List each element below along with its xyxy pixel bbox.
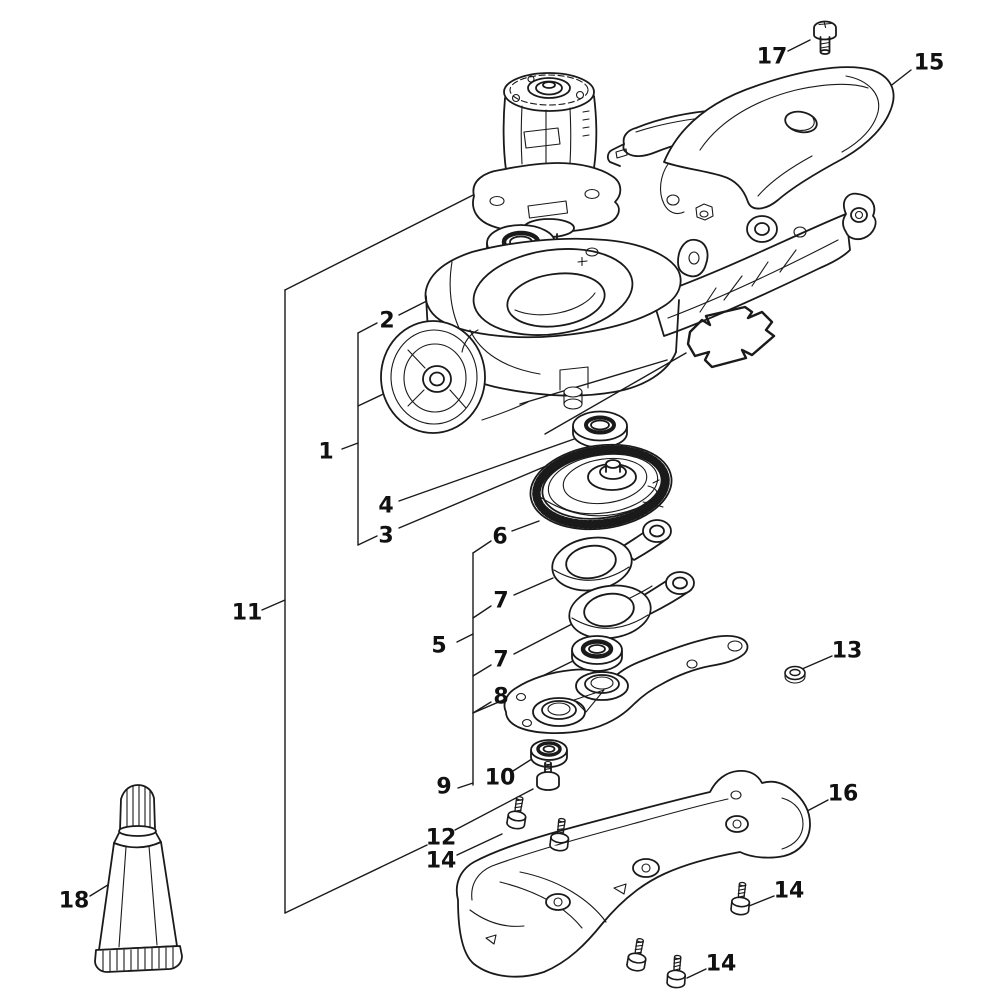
callout-label-8: 8 [493, 685, 508, 710]
electric-motor-drawing [472, 72, 622, 273]
screw-14-right-drawing [729, 880, 753, 917]
leader-line [456, 833, 503, 856]
leader-line [472, 605, 492, 619]
cam-disc-2-drawing [568, 571, 695, 640]
callout-label-11: 11 [232, 601, 263, 626]
callout-label-9: 9 [436, 775, 451, 800]
guide-plate-drawing [503, 634, 749, 735]
callout-label-5: 5 [431, 634, 446, 659]
callout-label-3: 3 [378, 524, 393, 549]
leader-line [787, 39, 811, 52]
handle-drawing [659, 66, 895, 221]
leader-line [472, 540, 492, 554]
leader-line [456, 633, 474, 643]
leader-lines-layer [89, 39, 912, 979]
screw-14-bottom1-drawing [625, 936, 651, 973]
bearing-4-drawing [572, 410, 628, 449]
callout-label-17: 17 [757, 45, 788, 70]
leader-line [801, 655, 833, 670]
callout-label-2: 2 [379, 309, 394, 334]
bottom-cover-drawing [455, 770, 811, 978]
leader-line [284, 844, 428, 914]
callout-label-10: 10 [485, 766, 516, 791]
callout-label-7: 7 [493, 589, 508, 614]
spring-clip-drawing [686, 305, 776, 369]
washer-13-drawing [784, 665, 806, 684]
seal-washer-10-drawing [530, 739, 568, 768]
callout-label-14: 14 [706, 952, 737, 977]
leader-line [544, 352, 687, 435]
callout-label-14: 14 [426, 849, 457, 874]
gear-wheel-drawing [529, 443, 673, 531]
leader-line [284, 182, 498, 291]
screw-12-drawing [536, 760, 560, 791]
callout-label-18: 18 [59, 889, 90, 914]
leader-line [454, 788, 534, 831]
leader-line [513, 623, 573, 655]
leader-line [357, 322, 378, 334]
leader-line [748, 895, 775, 907]
leader-line [261, 599, 286, 611]
leader-line [511, 520, 540, 532]
screw-14-bottom2-drawing [665, 953, 688, 990]
leader-line [519, 359, 668, 405]
callout-label-13: 13 [832, 639, 863, 664]
cam-disc-1-drawing [551, 519, 672, 592]
callout-label-7: 7 [493, 648, 508, 673]
callout-label-1: 1 [318, 440, 333, 465]
leader-line [686, 968, 707, 979]
callout-label-4: 4 [378, 494, 393, 519]
screw-17-drawing [813, 20, 837, 55]
callout-label-14: 14 [774, 879, 805, 904]
callout-label-6: 6 [492, 525, 507, 550]
leader-line [357, 535, 378, 546]
leader-line [472, 664, 492, 677]
gear-housing-drawing [380, 192, 877, 434]
callout-label-16: 16 [828, 782, 859, 807]
callout-label-12: 12 [426, 826, 457, 851]
bearing-8-drawing [571, 635, 623, 672]
leader-line [398, 437, 578, 502]
leader-line [513, 577, 554, 596]
callout-label-15: 15 [914, 51, 945, 76]
leader-line [457, 782, 474, 789]
grease-tube-drawing [94, 784, 183, 973]
leader-line [341, 442, 359, 450]
